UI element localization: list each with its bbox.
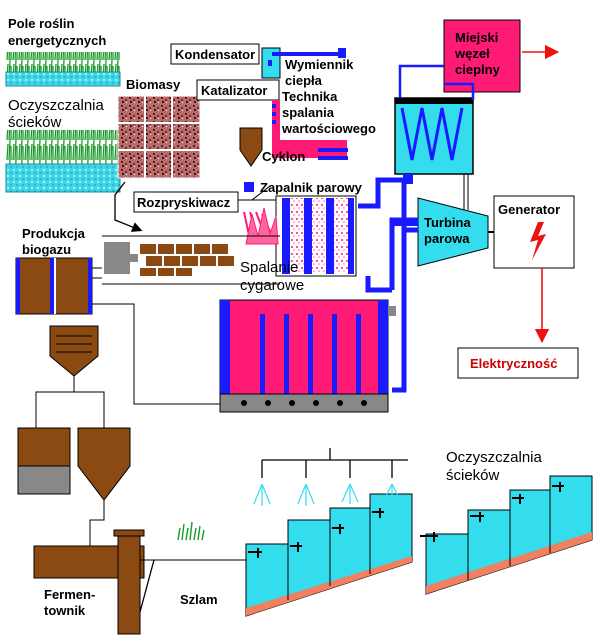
sprayer-label: Rozpryskiwacz: [137, 195, 231, 210]
biogas-label-line2: biogazu: [22, 242, 71, 257]
fermenter-label-line1: Fermen-: [44, 587, 95, 602]
electricity-box: [457, 347, 579, 379]
flame-shape: [245, 207, 279, 245]
cigar-burn-label-line2: cygarowe: [240, 277, 304, 294]
combustion-chamber: [275, 195, 357, 277]
energy-field-label-line1: Pole roślin: [8, 16, 75, 31]
city-heat-label-line3: cieplny: [455, 62, 501, 77]
heat-exchanger-label-line2: ciepła: [285, 73, 323, 88]
energy-field-label-line2: energetycznych: [8, 33, 106, 48]
sewage-valves-center: [248, 508, 384, 558]
sprayer-box: [133, 191, 239, 213]
city-heat-label-line2: węzeł: [454, 46, 490, 61]
city-heat-label-line1: Miejski: [455, 30, 498, 45]
steam-igniter-label: Zapalnik parowy: [260, 180, 363, 195]
biomass-feed-arrow: [114, 181, 143, 232]
sprinkler-pipes: [261, 448, 408, 478]
combustion-tech-label-line1: Technika: [282, 89, 338, 104]
sludge-label: Szlam: [180, 592, 218, 607]
condenser-label: Kondensator: [175, 47, 255, 62]
fermenter-label-line2: townik: [44, 603, 86, 618]
combustion-tech-label-line3: wartościowego: [281, 121, 376, 136]
cigar-conveyor: [102, 235, 280, 285]
catalyst-label: Katalizator: [201, 83, 267, 98]
combustion-tech-label-line2: spalania: [282, 105, 335, 120]
heat-exchanger-unit: [261, 47, 348, 160]
digestion-tanks: [17, 427, 131, 501]
biogas-label-line1: Produkcja: [22, 226, 86, 241]
sewage-right-label-line2: ścieków: [446, 467, 500, 484]
generator-label: Generator: [498, 202, 560, 217]
settler-lines: [56, 335, 92, 353]
biomass-block: [117, 95, 201, 179]
sewage-tanks-center: [245, 493, 413, 617]
city-heat-node: [443, 19, 521, 93]
sludge-grass: [177, 521, 205, 541]
settler-pipe: [35, 376, 105, 428]
biomass-label: Biomasy: [126, 77, 181, 92]
cyclone-label: Cyklon: [262, 149, 305, 164]
catalyst-box: [196, 79, 280, 101]
sprinkler-spray: [253, 483, 401, 506]
steam-igniter-nozzle: [244, 182, 254, 192]
settler-tank: [49, 325, 99, 377]
condenser-box: [170, 43, 260, 65]
turbine-label-line1: Turbina: [424, 215, 471, 230]
electricity-label: Elektryczność: [470, 356, 557, 371]
steam-pipe-network: [358, 177, 418, 393]
energy-crop-field: [5, 52, 121, 87]
sewage-right-label-line1: Oczyszczalnia: [446, 449, 543, 466]
fermenter: [33, 529, 155, 635]
district-heat-pipe: [398, 64, 475, 100]
steam-header: [390, 218, 418, 226]
steam-condenser-tank: [394, 97, 474, 184]
cigar-burn-label-line1: Spalanie: [240, 259, 298, 276]
biogas-pipe-top: [92, 267, 102, 279]
sewage-valves-right: [420, 482, 564, 542]
sewage-plant-left: [5, 130, 121, 193]
heat-exchanger-label-line1: Wymiennik: [285, 57, 354, 72]
turbine-label-line2: parowa: [424, 231, 470, 246]
steam-turbine: [417, 197, 489, 267]
biogas-pipe-to-boiler: [92, 303, 220, 405]
digestion-pipe: [89, 500, 105, 546]
sewage-left-label-line2: ścieków: [8, 114, 62, 131]
sewage-tanks-right: [425, 475, 593, 595]
boiler: [219, 299, 396, 413]
sprayer-lines: [238, 185, 276, 201]
lightning-icon: [530, 222, 546, 260]
biogas-tanks: [15, 257, 93, 315]
cyclone-shape: [239, 127, 263, 167]
sewage-left-label-line1: Oczyszczalnia: [8, 97, 105, 114]
